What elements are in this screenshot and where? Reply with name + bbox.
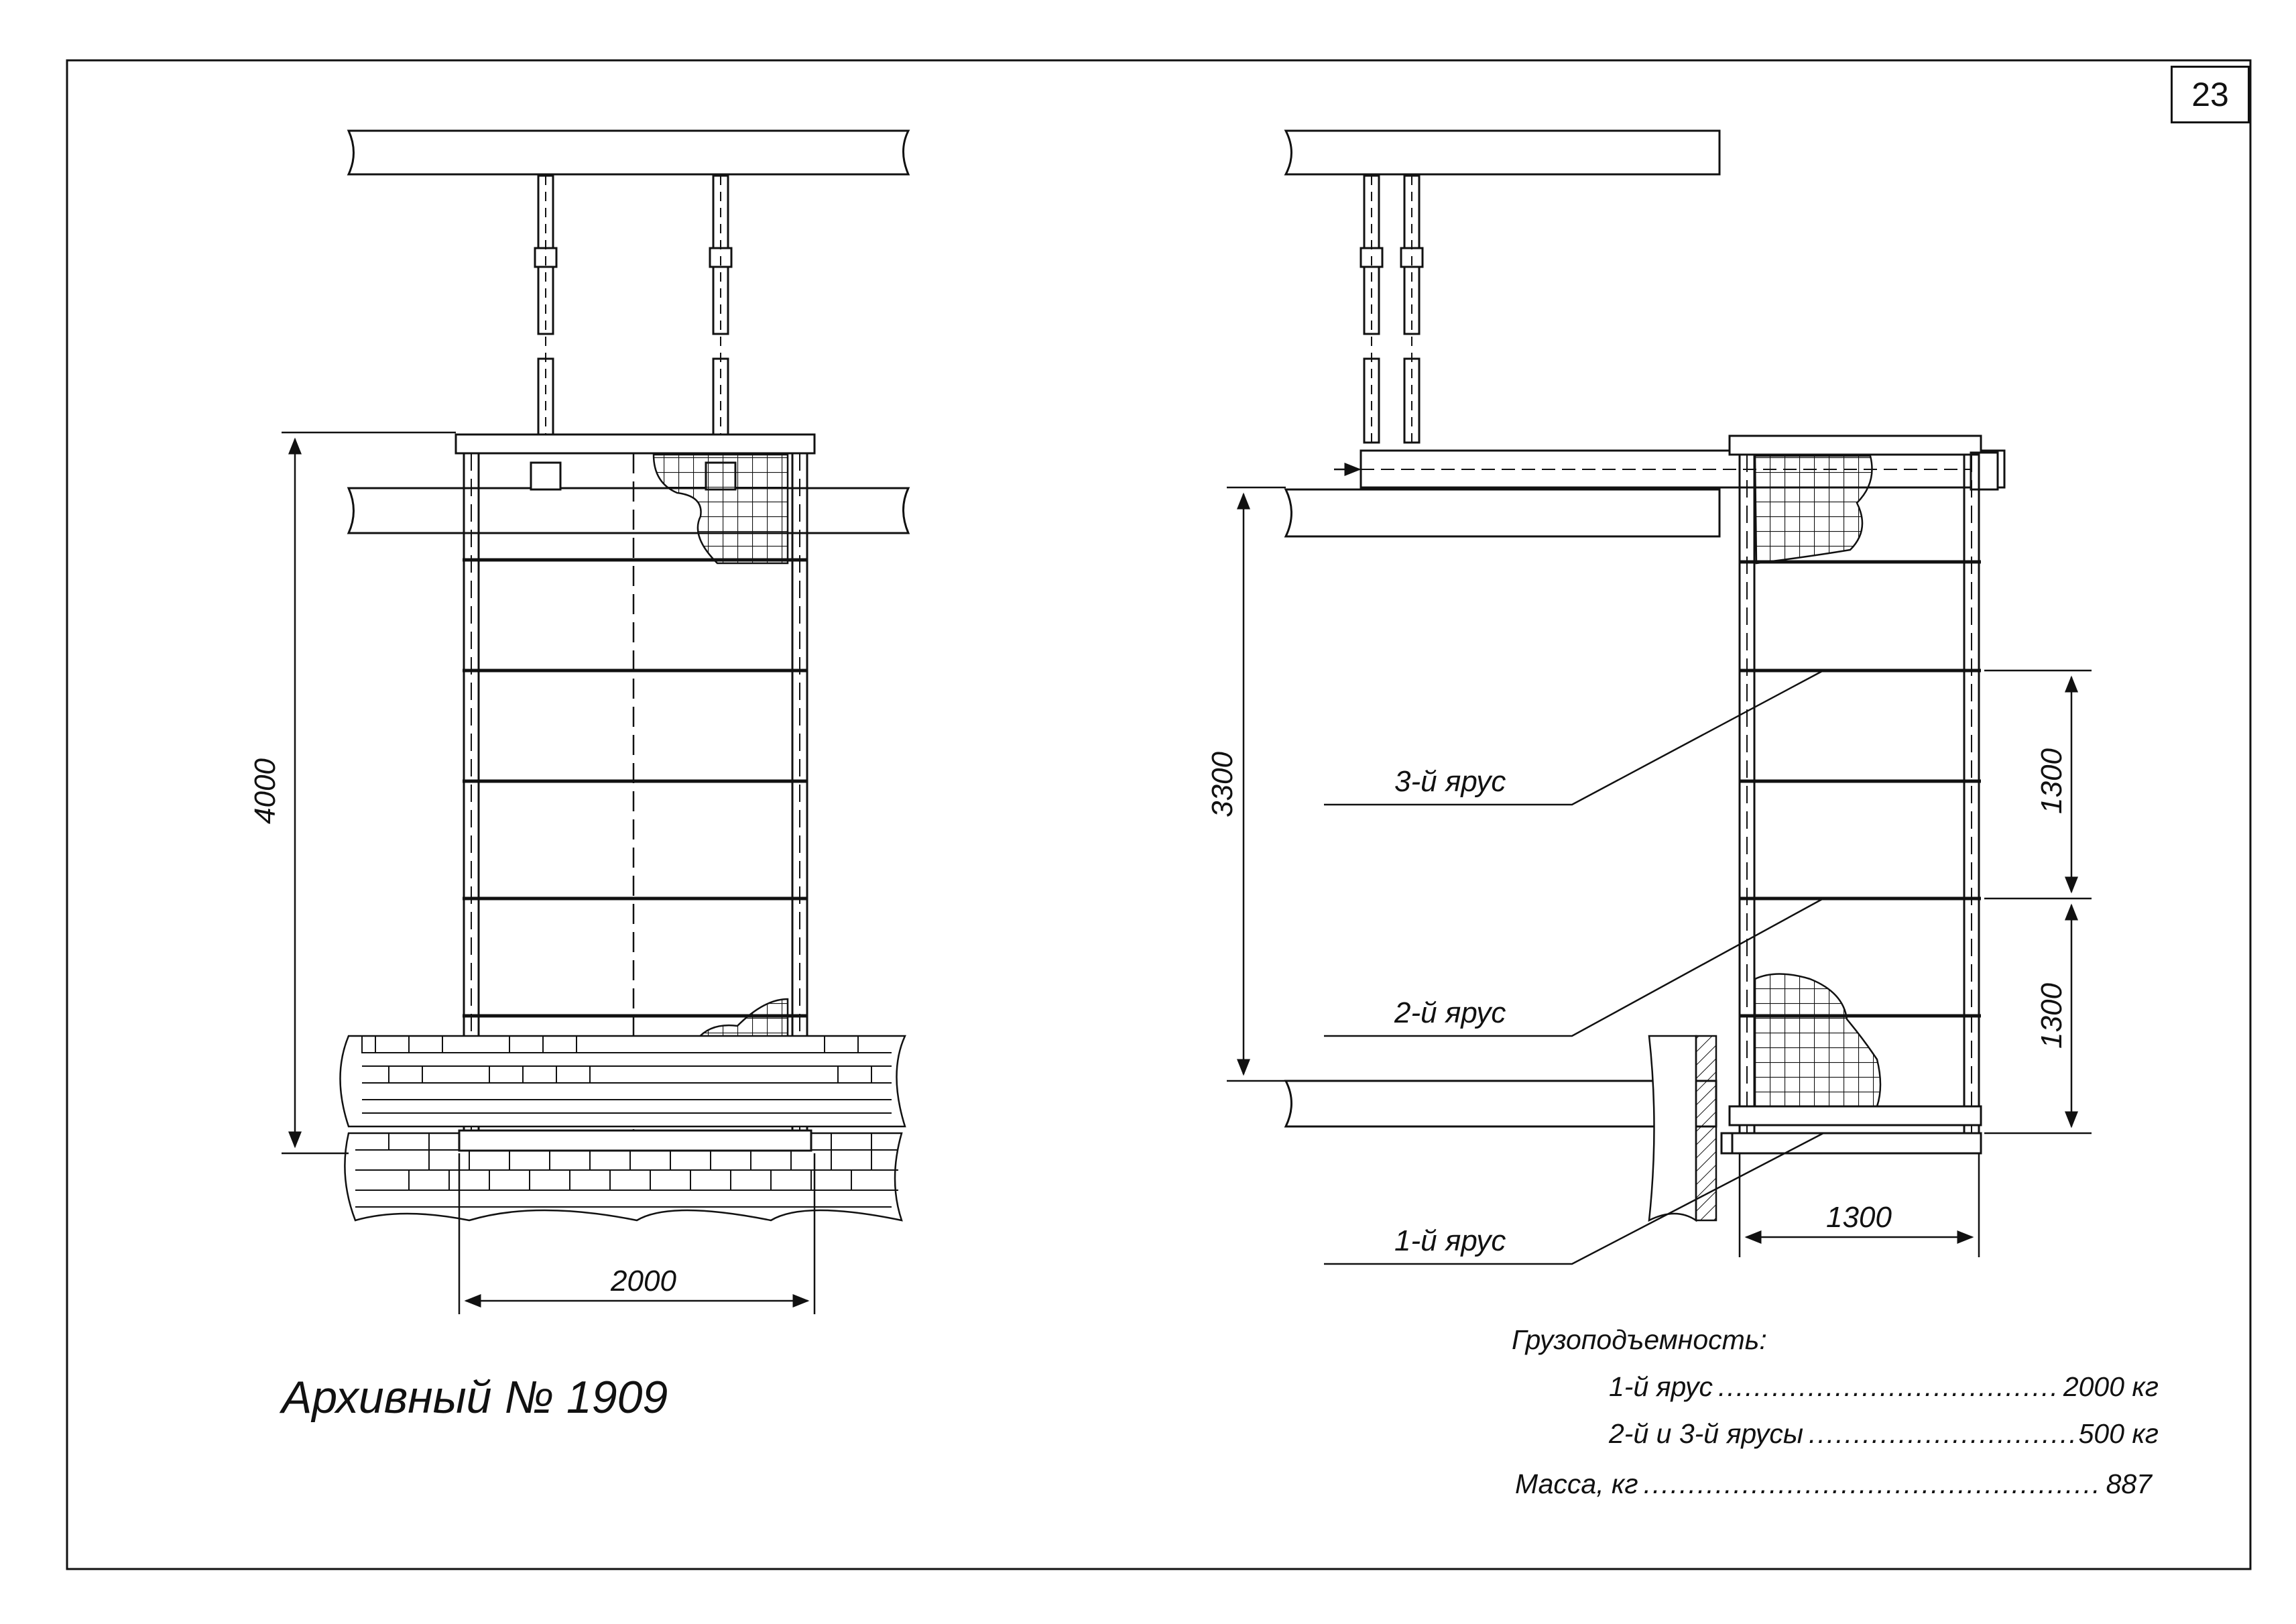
lift-base-plate-right [1728,1105,1982,1126]
ceiling-beam-top-right [1284,129,1721,176]
lift-top-plate-left [455,433,816,455]
dim-text-1300-lower: 1300 [2035,983,2068,1049]
drawing-frame [66,59,2252,1570]
mesh-panel-right-bottom [1754,973,1882,1108]
brick-wall-left [339,1035,906,1222]
spec-row-mass: Масса, кг 887 [1515,1468,2152,1500]
page-number: 23 [2171,66,2250,123]
tier-leader-lines [1324,669,1824,1265]
mesh-panel-right-top [1754,455,1873,565]
specs-heading: Грузоподъемность: [1512,1324,1767,1355]
dim-text-1300-upper: 1300 [2035,748,2068,814]
leader-dots [1718,1371,2058,1403]
tier-label-3: 3-й ярус [1394,765,1506,798]
ceiling-beam-top-left [347,129,910,176]
archive-label: Архивный № 1909 [282,1372,668,1423]
dimension-height-left [282,431,456,1155]
dim-text-3300: 3300 [1206,752,1239,817]
side-view [1227,129,2092,1265]
tier-label-2: 2-й ярус [1394,996,1506,1029]
mesh-panel-top [652,453,789,565]
spec-row-mass-label: Масса, кг [1515,1468,1638,1499]
spec-row-tier1-value: 2000 кг [2063,1371,2159,1402]
dimension-height-right [1227,486,1286,1082]
spec-row-tier23-value: 500 кг [2078,1418,2159,1449]
tier-label-1: 1-й ярус [1394,1224,1506,1257]
dimension-width-left [458,1153,816,1314]
dimension-tiers-right [1984,669,2092,1135]
floor-beam-upper-right [1284,488,1721,538]
leader-dots [1644,1468,2101,1500]
dimension-width-right [1738,1153,1980,1257]
dim-text-1300-width: 1300 [1826,1201,1892,1234]
lift-base-plate-left [458,1129,812,1152]
front-view [282,129,910,1314]
floor-beam-middle-left [347,487,910,534]
hanger-rods-right [1360,174,1424,444]
wall-section [1648,1035,1697,1222]
hanger-rods-left [534,174,733,441]
spec-row-tier23: 2-й и 3-й ярусы 500 кг [1609,1418,2159,1450]
shelf-rails-right [1740,560,1981,1018]
spec-row-mass-value: 887 [2106,1468,2152,1499]
floor-beam-lower-right [1284,1080,1717,1128]
spec-row-tier1-label: 1-й ярус [1609,1371,1713,1402]
dim-text-4000: 4000 [249,758,282,824]
lift-top-plate-right [1728,434,1982,456]
spec-row-tier23-label: 2-й и 3-й ярусы [1609,1418,1804,1449]
leader-dots [1809,1418,2073,1450]
dim-text-2000: 2000 [610,1265,676,1297]
spec-row-tier1: 1-й ярус 2000 кг [1609,1371,2159,1403]
